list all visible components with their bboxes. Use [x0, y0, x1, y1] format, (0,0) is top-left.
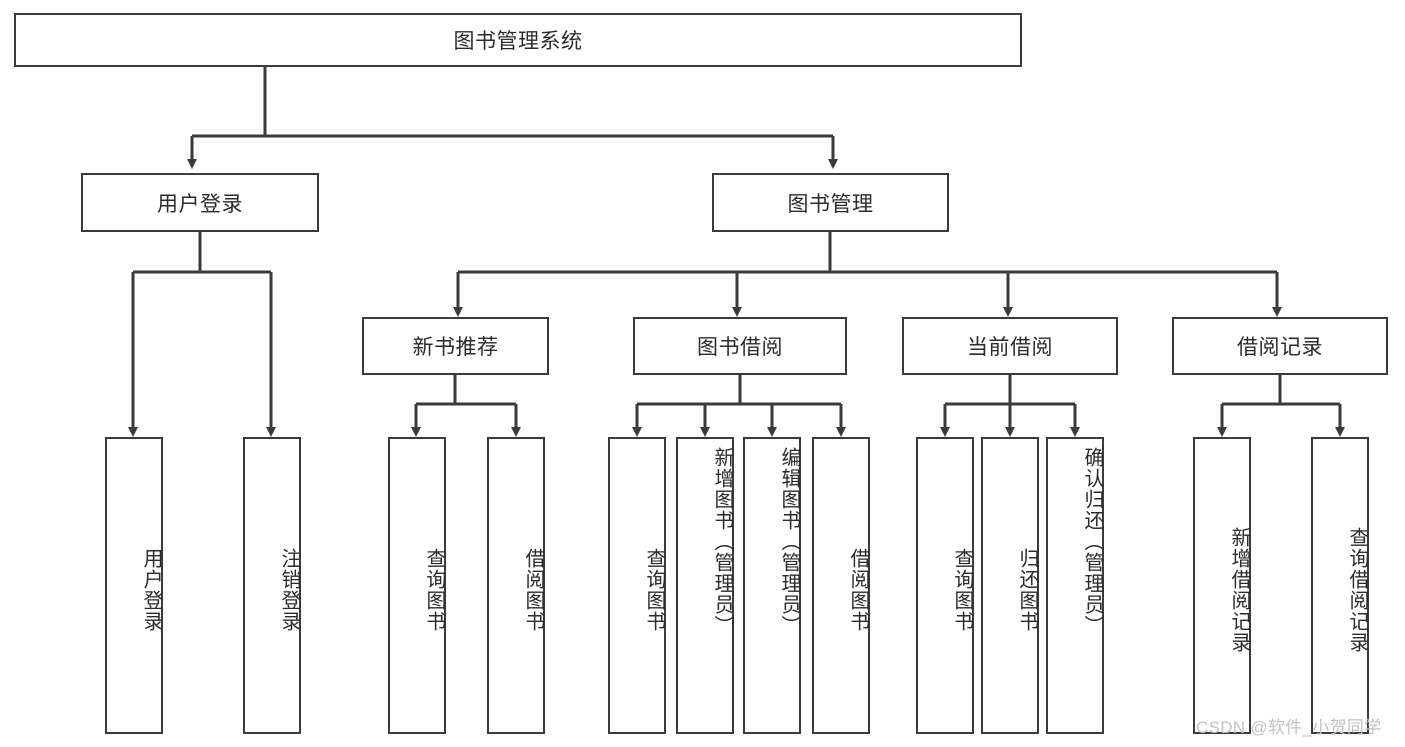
leaf-return-book[interactable]: 归还图书 — [981, 437, 1039, 734]
leaf-query-book-borrow[interactable]: 查询图书 — [608, 437, 666, 734]
node-label: 用户登录 — [140, 547, 162, 632]
node-user-login[interactable]: 用户登录 — [81, 173, 319, 232]
node-book-borrow[interactable]: 图书借阅 — [633, 317, 847, 375]
node-label: 用户登录 — [157, 192, 243, 216]
watermark: CSDN @软件_小贺同学 — [1196, 718, 1382, 737]
node-label: 查询图书 — [951, 547, 973, 632]
node-label: 新增借阅记录 — [1228, 526, 1250, 653]
node-label: 图书管理 — [787, 192, 874, 216]
node-label: 查询图书 — [423, 547, 445, 632]
node-book-management[interactable]: 图书管理 — [712, 173, 949, 232]
leaf-borrow-book-recommend[interactable]: 借阅图书 — [487, 437, 545, 734]
node-label: 借阅记录 — [1237, 336, 1323, 359]
node-label: 归还图书 — [1016, 547, 1038, 632]
leaf-add-borrow-record[interactable]: 新增借阅记录 — [1193, 437, 1251, 734]
node-label: 确认归还（管理员） — [1081, 447, 1103, 636]
leaf-user-login[interactable]: 用户登录 — [105, 437, 163, 734]
node-label: 注销登录 — [278, 547, 300, 632]
leaf-query-book-current[interactable]: 查询图书 — [916, 437, 974, 734]
node-label: 借阅图书 — [522, 547, 544, 632]
node-label: 图书借阅 — [697, 336, 783, 359]
node-new-book-recommend[interactable]: 新书推荐 — [362, 317, 549, 375]
leaf-query-borrow-record[interactable]: 查询借阅记录 — [1311, 437, 1369, 734]
node-label: 新增图书（管理员） — [711, 447, 733, 636]
node-label: 查询图书 — [643, 547, 665, 632]
node-label: 新书推荐 — [412, 336, 499, 359]
leaf-edit-book-admin[interactable]: 编辑图书（管理员） — [743, 437, 801, 734]
leaf-query-book-recommend[interactable]: 查询图书 — [388, 437, 446, 734]
node-label: 当前借阅 — [967, 336, 1053, 359]
node-label: 编辑图书（管理员） — [778, 447, 800, 636]
node-borrow-record[interactable]: 借阅记录 — [1172, 317, 1388, 375]
leaf-add-book-admin[interactable]: 新增图书（管理员） — [676, 437, 734, 734]
node-current-borrow[interactable]: 当前借阅 — [902, 317, 1118, 375]
node-label: 图书管理系统 — [453, 30, 583, 53]
node-label: 借阅图书 — [847, 547, 869, 632]
leaf-borrow-book[interactable]: 借阅图书 — [812, 437, 870, 734]
node-root-book-management-system[interactable]: 图书管理系统 — [14, 13, 1022, 67]
leaf-logout[interactable]: 注销登录 — [243, 437, 301, 734]
leaf-confirm-return-admin[interactable]: 确认归还（管理员） — [1046, 437, 1104, 734]
node-label: 查询借阅记录 — [1346, 526, 1368, 653]
